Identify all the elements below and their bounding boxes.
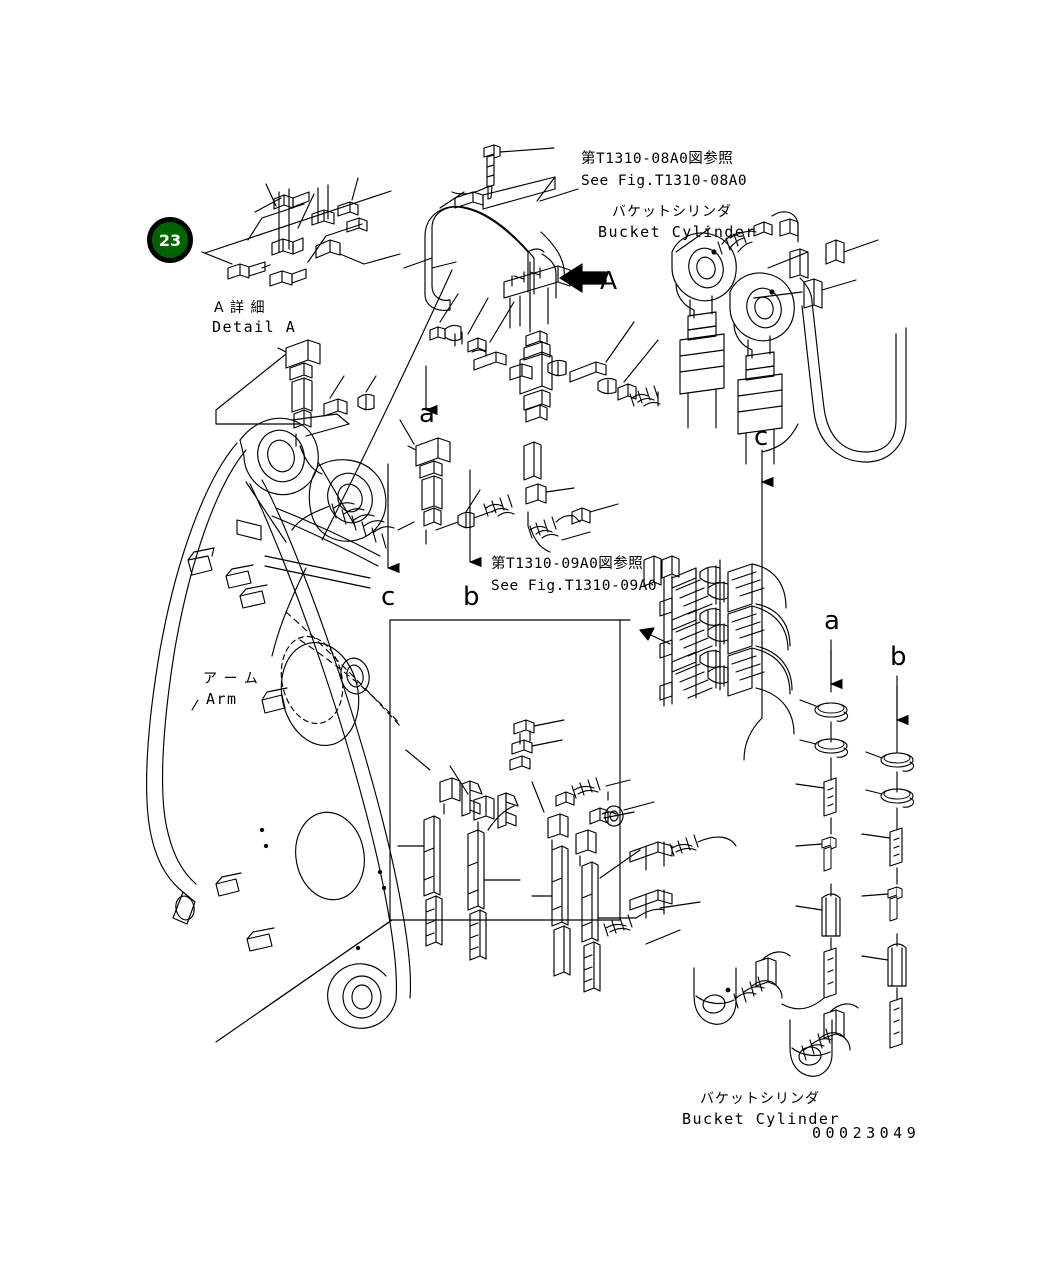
callout-leader-lines [201, 251, 233, 265]
detail-a-leader [271, 269, 453, 657]
left-valve-hose-group [215, 339, 619, 553]
arm-assembly-outline [146, 413, 412, 1029]
ref-t1310-08a0-jp: 第T1310-08A0図参照 [581, 151, 734, 167]
view-arrow-a-letter: A [600, 266, 618, 295]
ref-t1310-09a0-en: See Fig.T1310-09A0 [491, 578, 658, 594]
arm-label-jp: ア ー ム [203, 671, 259, 687]
ref-t1310-09a0-jp: 第T1310-09A0図参照 [491, 556, 644, 572]
section-letter-a-left: a [419, 399, 435, 429]
bucket-cylinder-top-jp: バケットシリンダ [612, 204, 732, 220]
ref-t1310-08a0-en: See Fig.T1310-08A0 [581, 173, 748, 189]
section-letter-b-right: b [890, 642, 907, 672]
callout-number: 23 [158, 230, 182, 250]
bucket-cylinder-bottom-en: Bucket Cylinder [682, 1110, 840, 1128]
hose-bundle-stack [639, 555, 795, 735]
section-letter-a-right: a [824, 606, 840, 636]
bucket-cylinder-lower [693, 951, 859, 1077]
exploded-column-b [861, 675, 915, 1049]
bucket-cylinder-top-en: Bucket Cylinder [598, 223, 756, 241]
arm-label-en: Arm [206, 690, 238, 708]
detail-a-label-en: Detail A [212, 318, 297, 336]
view-arrow-a-glyph [559, 263, 607, 293]
tube-loop-clamp-assembly [403, 144, 579, 329]
section-letter-c-left: c [381, 582, 396, 612]
detail-a-label-jp: A 詳 細 [214, 300, 266, 316]
callout-badge-23[interactable]: 23 [147, 217, 193, 263]
lower-clamp-tube-group [397, 719, 737, 993]
center-fitting-assembly [429, 261, 661, 423]
drawing-number: 00023049 [812, 1124, 921, 1142]
section-letter-c-right: c [754, 422, 769, 452]
construction-lines [215, 619, 631, 1043]
section-marker-arrows [386, 365, 909, 761]
exploded-column-a [781, 639, 849, 1010]
bucket-cylinder-bottom-jp: バケットシリンダ [700, 1091, 820, 1107]
detail-a-cluster [204, 177, 401, 287]
bucket-cylinder-upper [671, 211, 907, 465]
section-letter-b-left: b [463, 582, 480, 612]
